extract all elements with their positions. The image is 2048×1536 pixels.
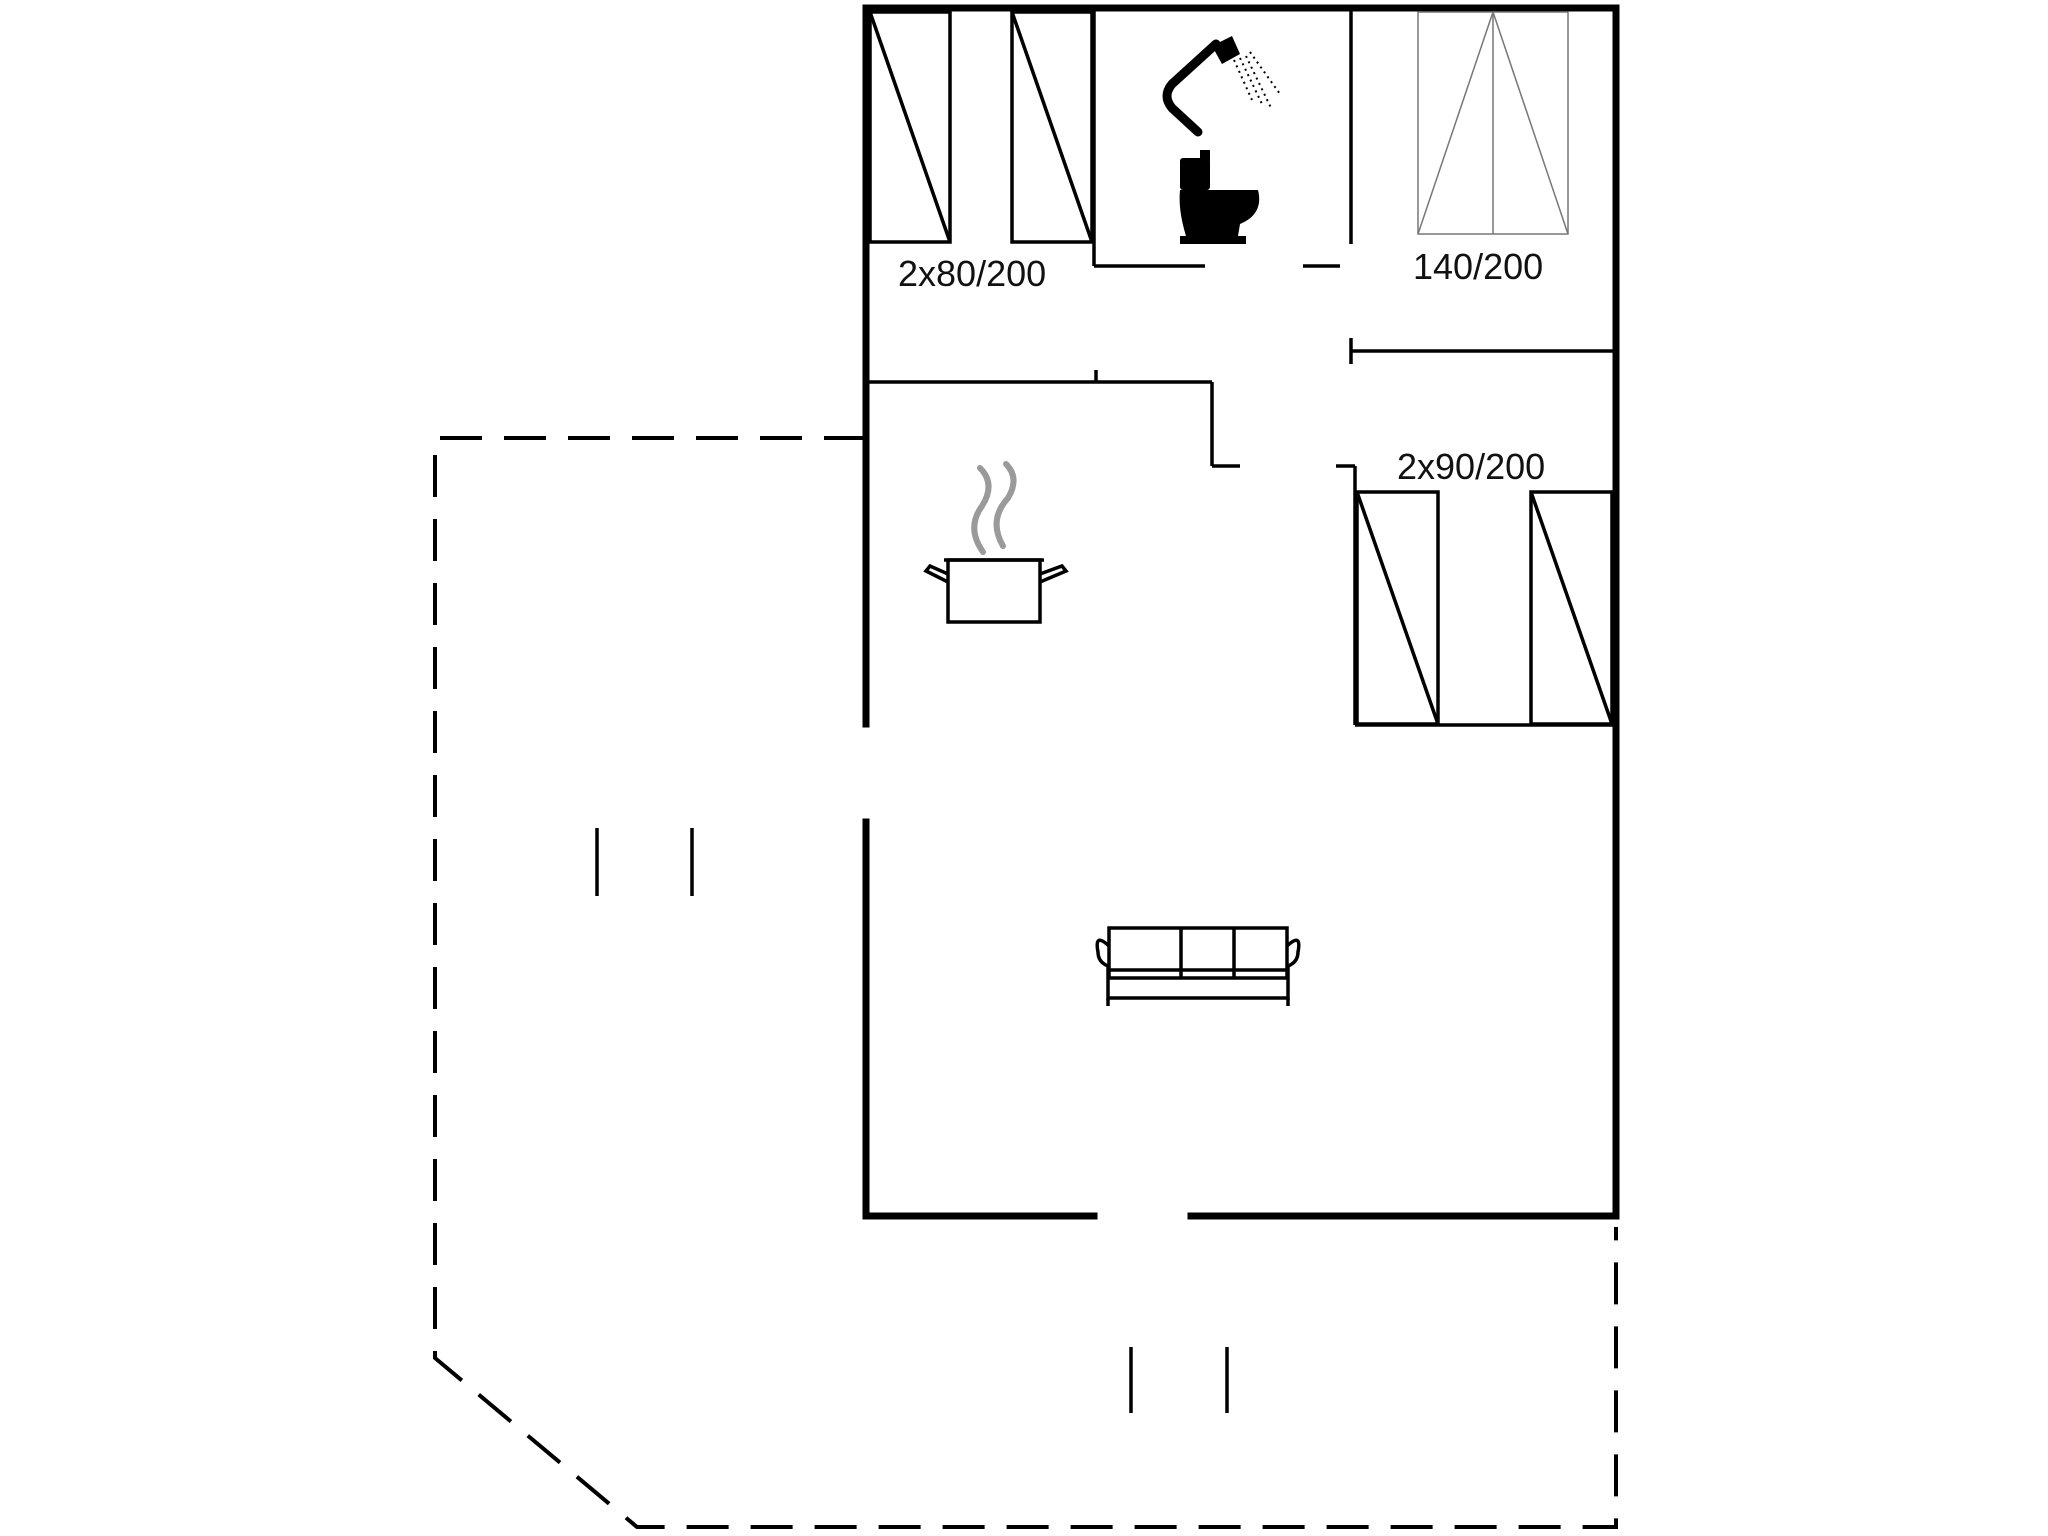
bed-single-top-left-1 — [868, 10, 952, 244]
toilet-icon — [1179, 150, 1260, 244]
exterior-walls — [862, 4, 1620, 1220]
bed-label-2x90: 2x90/200 — [1397, 446, 1545, 487]
bed-single-right-2 — [1529, 490, 1614, 726]
terrace-markers — [595, 828, 1229, 1413]
shower-icon — [1162, 36, 1281, 137]
bed-single-top-left-2 — [1010, 10, 1094, 244]
bed-label-2x80: 2x80/200 — [898, 253, 1046, 294]
bed-double-top-right — [1417, 11, 1569, 235]
bed-label-140: 140/200 — [1413, 246, 1543, 287]
sofa-icon — [1095, 926, 1301, 1006]
terrace-outline — [433, 436, 1618, 1529]
cooking-pot-icon — [923, 461, 1069, 624]
interior-walls — [866, 8, 1616, 727]
bed-single-right-1 — [1355, 490, 1440, 726]
